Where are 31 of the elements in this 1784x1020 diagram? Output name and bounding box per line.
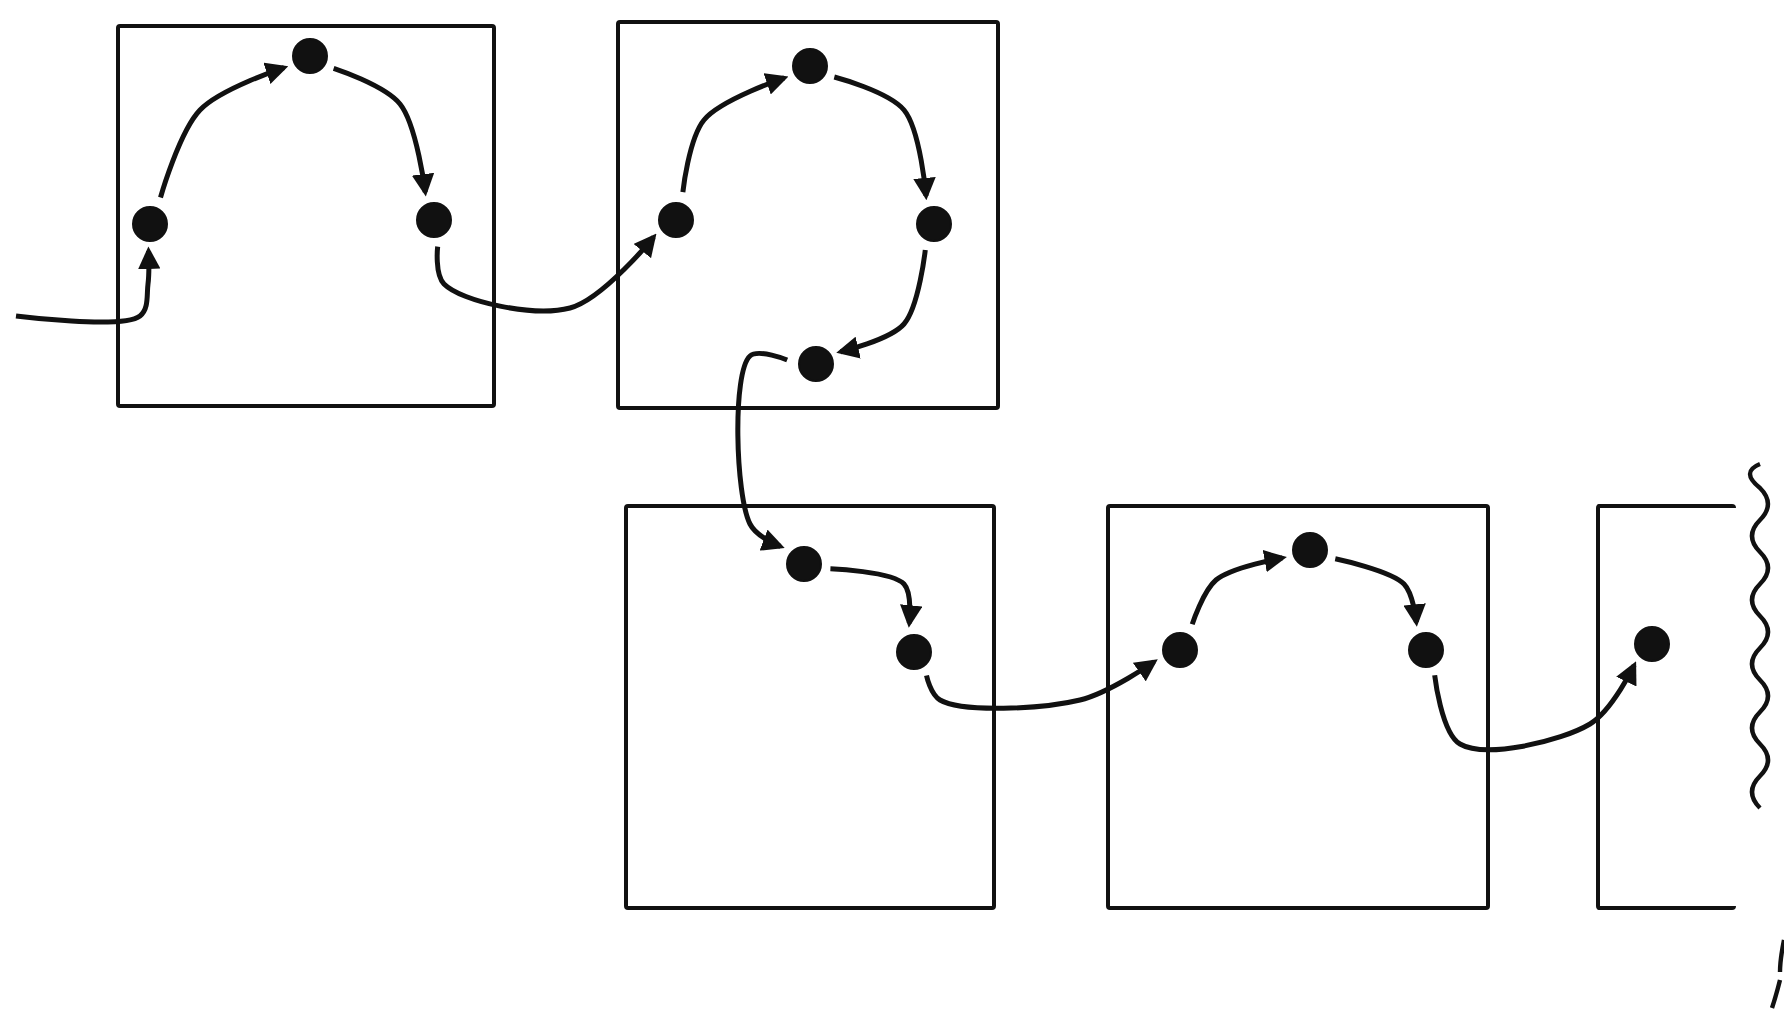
dot [895, 633, 931, 669]
dot [1161, 631, 1197, 667]
arrow [332, 65, 435, 197]
dot [1633, 625, 1669, 661]
dot [291, 37, 327, 73]
arrow [680, 73, 789, 193]
frame-box [616, 20, 1000, 410]
dot [791, 47, 827, 83]
dot [915, 205, 951, 241]
dot [1407, 631, 1443, 667]
dot [785, 545, 821, 581]
frame-box [624, 504, 996, 910]
dot [131, 205, 167, 241]
arrow [1189, 550, 1287, 626]
dot [1291, 531, 1327, 567]
frame-box [116, 24, 496, 408]
arrow [434, 233, 657, 314]
arrow [836, 249, 928, 359]
frame-box [1596, 504, 1736, 910]
frame-box [1106, 504, 1490, 910]
dot [415, 201, 451, 237]
arrow [1334, 556, 1426, 627]
arrow [924, 659, 1158, 711]
arrow [15, 246, 161, 325]
arrow [1432, 661, 1637, 753]
arrow [735, 351, 789, 551]
dot [797, 345, 833, 381]
arrow [833, 74, 936, 201]
arrow [830, 566, 923, 628]
arrow [158, 62, 289, 199]
dot [657, 201, 693, 237]
